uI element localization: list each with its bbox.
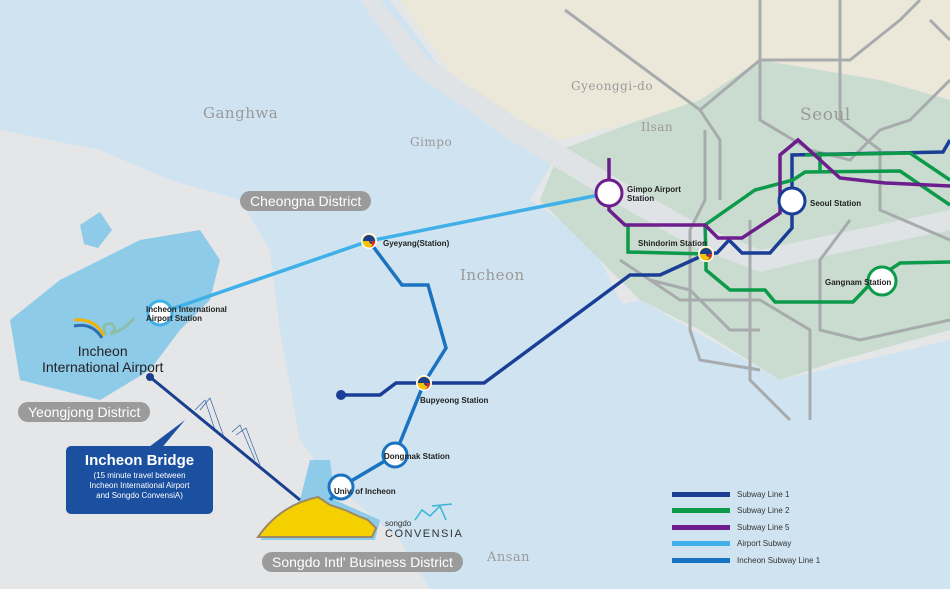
label-gangnam-station[interactable]: Gangnam Station bbox=[825, 278, 892, 287]
ganghwa-islet bbox=[80, 212, 112, 248]
line-1-terminus bbox=[336, 390, 346, 400]
station-dongmak[interactable] bbox=[381, 441, 409, 469]
label-bupyeong[interactable]: Bupyeong Station bbox=[420, 396, 489, 405]
convensia-logo: songdo CONVENSIA bbox=[385, 519, 463, 540]
bridge-cables bbox=[194, 397, 261, 466]
incheon-bridge-callout: Incheon Bridge (15 minute travel between… bbox=[66, 446, 213, 514]
label-incheon-airport-station[interactable]: Incheon International Airport Station bbox=[146, 305, 227, 323]
legend-item-line5: Subway Line 5 bbox=[672, 519, 820, 536]
region-label-gimpo: Gimpo bbox=[410, 135, 453, 149]
label-dongmak[interactable]: Dongmak Station bbox=[384, 452, 450, 461]
station-gimpo-airport[interactable] bbox=[594, 178, 624, 208]
bridge-desc-line: (15 minute travel between bbox=[93, 471, 186, 480]
label-gyeyang[interactable]: Gyeyang(Station) bbox=[383, 239, 450, 248]
label-line: Airport Station bbox=[146, 314, 202, 323]
region-label-seoul: Seoul bbox=[800, 105, 851, 125]
transfer-icon[interactable] bbox=[416, 375, 432, 391]
incheon-bridge-line bbox=[149, 375, 301, 502]
bridge-desc-line: Incheon International Airport bbox=[89, 481, 190, 490]
bridge-endpoint bbox=[146, 373, 154, 381]
legend-item-line1: Subway Line 1 bbox=[672, 486, 820, 503]
legend-item-incheon-line1: Incheon Subway Line 1 bbox=[672, 552, 820, 569]
legend-label: Incheon Subway Line 1 bbox=[737, 555, 821, 565]
sea-area bbox=[0, 0, 820, 589]
region-label-incheon: Incheon bbox=[460, 266, 525, 284]
legend-label: Subway Line 1 bbox=[737, 489, 790, 499]
legend-label: Subway Line 5 bbox=[737, 522, 790, 532]
bridge-callout-pointer bbox=[145, 420, 185, 450]
station-incheon-airport[interactable] bbox=[146, 299, 174, 327]
station-gangnam[interactable] bbox=[866, 265, 898, 297]
han-river bbox=[360, 0, 950, 272]
bridge-desc-line: and Songdo ConvensiA) bbox=[96, 491, 183, 500]
legend: Subway Line 1 Subway Line 2 Subway Line … bbox=[672, 486, 820, 569]
legend-swatch bbox=[672, 491, 730, 497]
region-label-ansan: Ansan bbox=[487, 550, 531, 565]
label-gimpo-airport-station[interactable]: Gimpo Airport Station bbox=[627, 185, 681, 203]
label-line: Incheon International bbox=[146, 305, 227, 314]
legend-item-line2: Subway Line 2 bbox=[672, 503, 820, 520]
convensia-logo-mark bbox=[414, 503, 453, 521]
legend-item-airport: Airport Subway bbox=[672, 536, 820, 553]
bridge-desc: (15 minute travel between Incheon Intern… bbox=[66, 471, 213, 501]
region-label-ganghwa: Ganghwa bbox=[203, 104, 279, 122]
sea-right bbox=[560, 300, 950, 589]
station-univ-incheon[interactable] bbox=[327, 473, 355, 501]
station-seoul[interactable] bbox=[777, 186, 807, 216]
ilsan-land bbox=[600, 0, 950, 110]
songdo-convensia-building bbox=[256, 495, 378, 538]
convensia-small: songdo bbox=[385, 519, 412, 528]
legend-label: Airport Subway bbox=[737, 539, 792, 549]
other-lines bbox=[564, 0, 950, 422]
legend-swatch bbox=[672, 524, 730, 530]
district-cheongna: Cheongna District bbox=[240, 191, 372, 211]
label-line: Gimpo Airport bbox=[627, 185, 681, 194]
district-yeongjong: Yeongjong District bbox=[18, 402, 151, 422]
airport-label-line2: International Airport bbox=[42, 359, 164, 375]
airport-label-line1: Incheon bbox=[77, 343, 128, 359]
seoul-area bbox=[540, 60, 950, 380]
airport-lake bbox=[10, 230, 220, 400]
legend-swatch bbox=[672, 557, 730, 563]
legend-label: Subway Line 2 bbox=[737, 506, 790, 516]
region-label-ilsan: Ilsan bbox=[641, 120, 674, 134]
label-line: Station bbox=[627, 194, 655, 203]
label-seoul-station[interactable]: Seoul Station bbox=[810, 199, 862, 208]
legend-swatch bbox=[672, 541, 730, 547]
subway-line-5 bbox=[607, 137, 950, 240]
transfer-icon[interactable] bbox=[361, 233, 377, 249]
convensia-big: CONVENSIA bbox=[385, 528, 464, 540]
airport-label: Incheon International Airport bbox=[42, 343, 163, 375]
district-songdo: Songdo Intl' Business District bbox=[262, 552, 463, 572]
label-univ-incheon[interactable]: Univ. of Incheon bbox=[334, 487, 396, 496]
region-label-gyeonggi: Gyeonggi-do bbox=[571, 79, 654, 93]
transfer-icon[interactable] bbox=[698, 246, 714, 262]
bridge-title: Incheon Bridge bbox=[84, 452, 195, 469]
legend-swatch bbox=[672, 508, 730, 514]
label-shindorim[interactable]: Shindorim Station bbox=[638, 239, 707, 248]
airport-logo bbox=[73, 317, 136, 339]
